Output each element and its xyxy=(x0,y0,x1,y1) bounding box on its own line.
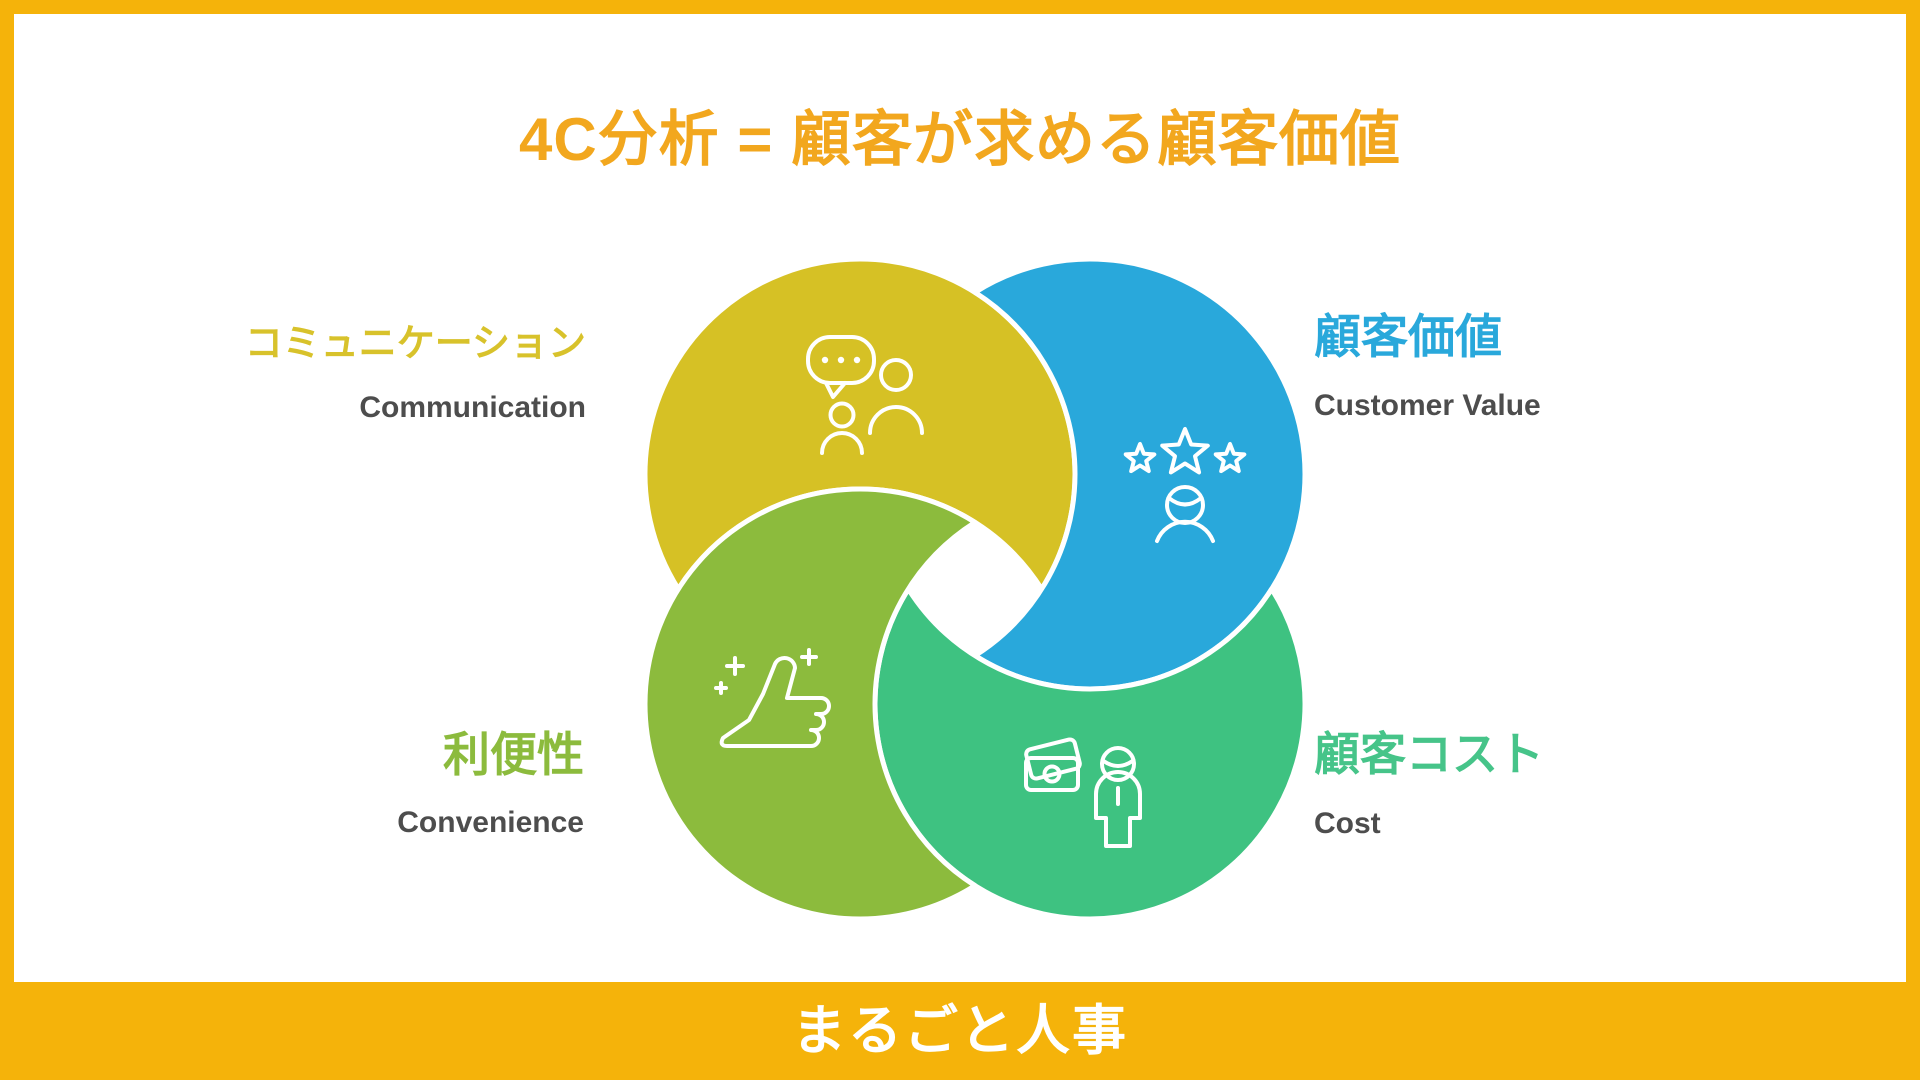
label-communication-en: Communication xyxy=(359,391,586,424)
page-title: 4C分析 = 顧客が求める顧客価値 xyxy=(518,106,1402,173)
label-communication-jp: コミュニケーション xyxy=(244,323,586,365)
speech-people-icon xyxy=(806,335,924,455)
label-convenience-en: Convenience xyxy=(397,806,584,839)
footer-logo-text: まるごと人事 xyxy=(792,1001,1128,1061)
label-customer-value-en: Customer Value xyxy=(1314,389,1541,422)
label-customer-value-jp: 顧客価値 xyxy=(1314,310,1502,363)
4c-venn-diagram xyxy=(645,259,1305,919)
label-convenience-jp: 利便性 xyxy=(443,728,584,781)
content-area: 4C分析 = 顧客が求める顧客価値 xyxy=(14,14,1906,982)
stars-person-icon xyxy=(1123,427,1247,543)
thumbs-up-icon xyxy=(714,648,831,748)
money-person-icon xyxy=(1024,737,1142,848)
label-cost-en: Cost xyxy=(1314,807,1381,840)
label-cost-jp: 顧客コスト xyxy=(1314,728,1544,780)
blade-convenience xyxy=(645,486,978,919)
footer-banner: まるごと人事 xyxy=(0,982,1920,1080)
